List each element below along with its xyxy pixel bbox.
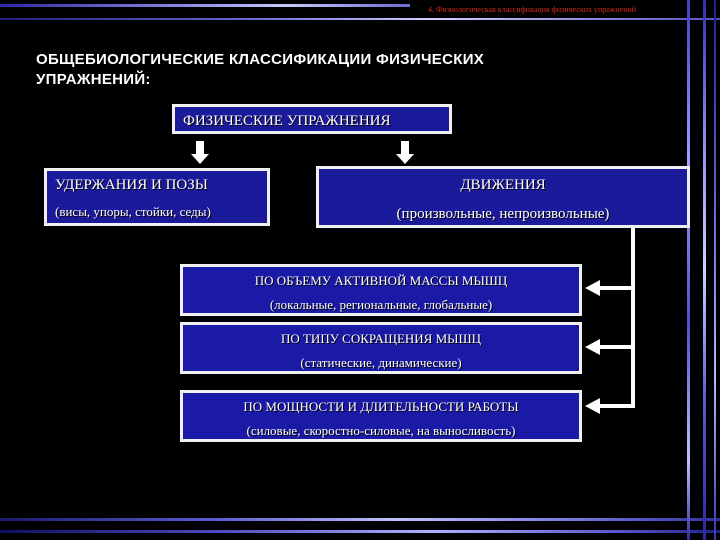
- arrow-down-left: [191, 141, 209, 164]
- header-note: 4. Физиологическая классификация физичес…: [428, 5, 637, 14]
- node-by-power-detail: (силовые, скоростно-силовые, на вынослив…: [246, 423, 516, 438]
- node-holds-title: УДЕРЖАНИЯ И ПОЗЫ: [55, 177, 208, 193]
- node-by-power-and-duration: ПО МОЩНОСТИ И ДЛИТЕЛЬНОСТИ РАБОТЫ (силов…: [180, 390, 582, 442]
- node-movements-detail: (произвольные, непроизвольные): [396, 206, 610, 222]
- frame-line-right-2: [703, 0, 706, 540]
- node-by-muscle-mass-detail: (локальные, региональные, глобальные): [269, 297, 493, 312]
- page-title: ОБЩЕБИОЛОГИЧЕСКИЕ КЛАССИФИКАЦИИ ФИЗИЧЕСК…: [36, 50, 636, 90]
- page-title-line-1: ОБЩЕБИОЛОГИЧЕСКИЕ КЛАССИФИКАЦИИ ФИЗИЧЕСК…: [36, 51, 485, 68]
- node-by-contraction-type-detail: (статические, динамические): [300, 355, 462, 370]
- frame-line-top-short: [0, 4, 410, 7]
- node-movements: ДВИЖЕНИЯ (произвольные, непроизвольные): [316, 166, 690, 228]
- node-physical-exercises: ФИЗИЧЕСКИЕ УПРАЖНЕНИЯ: [172, 104, 452, 134]
- node-physical-exercises-label: ФИЗИЧЕСКИЕ УПРАЖНЕНИЯ: [183, 113, 391, 129]
- node-by-contraction-type: ПО ТИПУ СОКРАЩЕНИЯ МЫШЦ (статические, ди…: [180, 322, 582, 374]
- arrow-to-sub-0: [585, 280, 635, 296]
- frame-line-right-3: [714, 0, 716, 540]
- node-by-muscle-mass-title: ПО ОБЪЕМУ АКТИВНОЙ МАССЫ МЫШЦ: [254, 273, 508, 288]
- page-title-line-2: УПРАЖНЕНИЙ:: [36, 71, 151, 88]
- node-by-muscle-mass: ПО ОБЪЕМУ АКТИВНОЙ МАССЫ МЫШЦ (локальные…: [180, 264, 582, 316]
- arrow-to-sub-1: [585, 339, 635, 355]
- node-holds-detail: (висы, упоры, стойки, седы): [55, 204, 211, 219]
- node-by-power-title: ПО МОЩНОСТИ И ДЛИТЕЛЬНОСТИ РАБОТЫ: [243, 399, 519, 414]
- frame-line-bottom-2: [0, 530, 720, 533]
- frame-line-top: [0, 18, 720, 20]
- frame-line-right-1: [687, 0, 690, 540]
- node-movements-title: ДВИЖЕНИЯ: [460, 177, 546, 193]
- frame-line-bottom-1: [0, 518, 720, 521]
- arrow-to-sub-2: [585, 398, 635, 414]
- connector-trunk: [631, 228, 635, 408]
- node-holds-and-postures: УДЕРЖАНИЯ И ПОЗЫ (висы, упоры, стойки, с…: [44, 168, 270, 226]
- node-by-contraction-type-title: ПО ТИПУ СОКРАЩЕНИЯ МЫШЦ: [280, 331, 482, 346]
- arrow-down-right: [396, 141, 414, 164]
